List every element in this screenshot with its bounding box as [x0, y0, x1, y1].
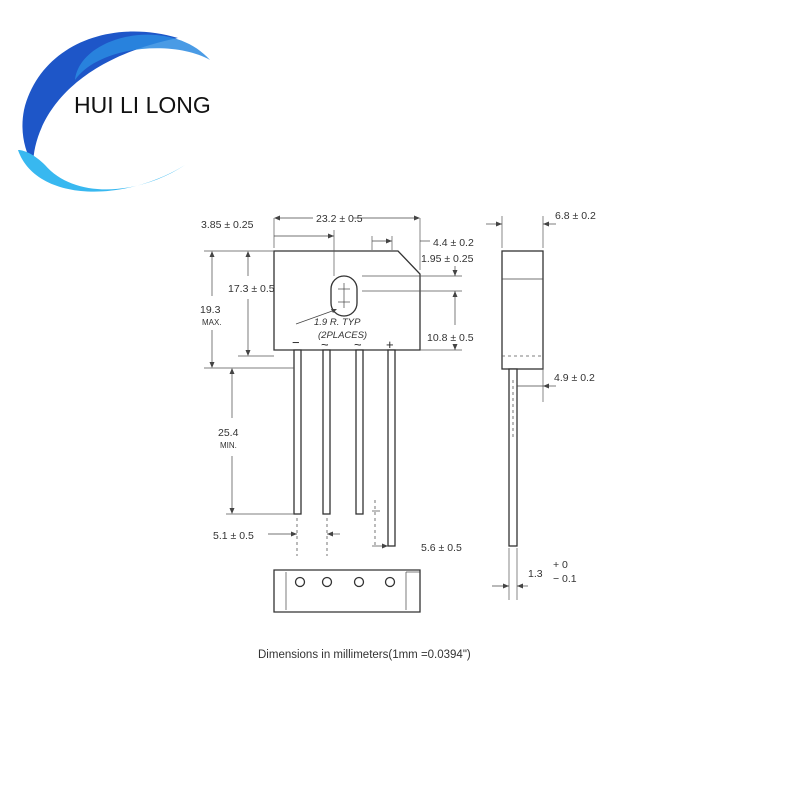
bottom-hole-4: [384, 576, 396, 588]
dim-corner-cut: 4.4 ± 0.2: [433, 237, 474, 249]
logo-arc-light: [18, 150, 185, 192]
pin-label-2: ~: [321, 337, 329, 352]
pin-2: [322, 349, 331, 515]
bottom-hole-3: [353, 576, 365, 588]
dim-hole-note-2: (2PLACES): [318, 330, 367, 341]
dim-hole-note-1: 1.9 R. TYP: [314, 317, 361, 328]
pin-label-1: −: [292, 335, 300, 350]
dim-body-height-max: 19.3: [200, 304, 221, 316]
pin-4: [387, 349, 396, 547]
brand-logo: [18, 31, 210, 192]
dim-hole-offset: 1.95 ± 0.25: [421, 253, 474, 265]
dim-hole-height: 17.3 ± 0.5: [228, 283, 275, 295]
pin-label-3: ~: [354, 337, 362, 352]
dim-lead-thickness: 1.3: [528, 568, 543, 580]
dim-lead-length: 25.4: [218, 427, 239, 439]
dim-pin-end-spacing: 5.6 ± 0.5: [421, 542, 462, 554]
brand-name: HUI LI LONG: [74, 92, 211, 118]
bottom-body: [273, 569, 421, 613]
bottom-hole-2: [321, 576, 333, 588]
dim-lead-thickness-plus: + 0: [553, 559, 568, 571]
side-view: 6.8 ± 0.2 4.9 ± 0.2 1.3 + 0 − 0.1: [486, 210, 596, 600]
logo-arc-swoosh: [75, 34, 210, 80]
side-lead: [508, 368, 518, 547]
dim-side-lead-offset: 4.9 ± 0.2: [554, 372, 595, 384]
pin-3: [355, 349, 364, 515]
dim-lead-thickness-minus: − 0.1: [553, 573, 577, 585]
bottom-hole-1: [294, 576, 306, 588]
dim-mid-height: 10.8 ± 0.5: [427, 332, 474, 344]
dim-lead-length-note: MIN.: [220, 441, 237, 450]
dim-top-offset: 3.85 ± 0.25: [201, 219, 254, 231]
dim-body-height-max-note: MAX.: [202, 318, 222, 327]
dim-side-thickness: 6.8 ± 0.2: [555, 210, 596, 222]
dim-body-width: 23.2 ± 0.5: [316, 213, 363, 225]
bottom-view: [273, 569, 421, 613]
pin-1: [293, 349, 302, 515]
side-body: [501, 250, 544, 370]
front-view: − ~ ~ + 23.2 ± 0.5 3.85 ± 0.25 4.4 ± 0.2…: [200, 213, 474, 556]
dim-pin-pitch: 5.1 ± 0.5: [213, 530, 254, 542]
logo-arc-dark: [22, 31, 179, 165]
caption: Dimensions in millimeters(1mm =0.0394"): [258, 649, 471, 661]
pin-label-4: +: [386, 337, 394, 352]
